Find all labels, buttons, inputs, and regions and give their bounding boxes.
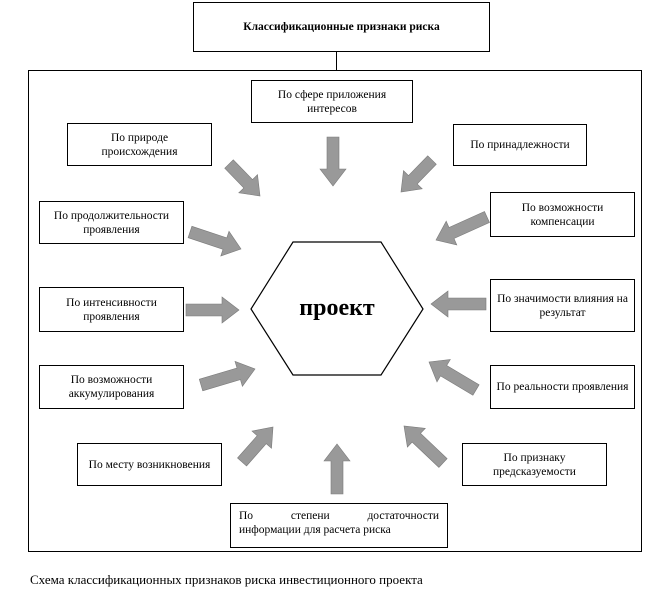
criterion-belonging-text: По принадлежности — [470, 139, 570, 151]
figure-caption: Схема классификационных признаков риска … — [30, 572, 423, 587]
arrow-from-predictability — [403, 425, 448, 468]
arrows-group — [185, 136, 490, 495]
criterion-significance: По значимости влияния на результат — [490, 279, 635, 332]
criterion-predictability-text: По признаку предсказуемости — [493, 451, 576, 478]
criterion-intensity: По интенсивности проявления — [39, 287, 184, 332]
arrow-from-information — [323, 443, 351, 495]
criterion-sphere-text: По сфере приложения интересов — [277, 88, 387, 115]
criterion-place-text: По месту возникновения — [88, 458, 211, 471]
arrow-from-duration — [187, 225, 242, 257]
criterion-compensation: По возможности компенсации — [490, 192, 635, 237]
criterion-duration-text: По продолжительности проявления — [53, 209, 170, 236]
criterion-compensation-text: По возможности компенсации — [521, 201, 604, 228]
arrow-from-significance — [430, 290, 487, 318]
arrow-from-sphere — [319, 136, 347, 187]
criterion-intensity-text: По интенсивности проявления — [66, 296, 157, 323]
criterion-significance-text: По значимости влияния на результат — [497, 292, 628, 319]
title-box: Классификационные признаки риска — [193, 2, 490, 52]
title-text: Классификационные признаки риска — [243, 20, 440, 33]
criterion-information-line2: информации для расчета риска — [239, 524, 391, 536]
criterion-predictability: По признаку предсказуемости — [462, 443, 607, 486]
arrow-from-intensity — [185, 296, 240, 324]
criterion-place: По месту возникновения — [77, 443, 222, 486]
criterion-origin: По природе происхождения — [67, 123, 212, 166]
criterion-reality-text: По реальности проявления — [496, 381, 629, 393]
criterion-sphere: По сфере приложения интересов — [251, 80, 413, 123]
center-label: проект — [299, 295, 375, 321]
criterion-origin-text: По природе происхождения — [101, 131, 178, 158]
arrow-from-belonging — [400, 155, 437, 193]
criterion-accumulation-text: По возможности аккумулирования — [68, 374, 155, 400]
criterion-belonging: По принадлежности — [453, 124, 587, 166]
arrow-from-place — [237, 426, 274, 467]
arrow-from-accumulation — [198, 360, 256, 392]
criterion-information-line1: По степени достаточности — [239, 510, 439, 522]
arrow-from-reality — [428, 359, 480, 396]
criterion-reality: По реальности проявления — [490, 365, 635, 409]
project-hexagon — [250, 241, 424, 376]
title-connector — [336, 51, 337, 71]
diagram-frame — [28, 70, 642, 552]
criterion-duration: По продолжительности проявления — [39, 201, 184, 244]
arrow-from-compensation — [435, 211, 490, 246]
arrow-from-origin — [224, 159, 261, 197]
criterion-accumulation: По возможности аккумулирования — [39, 365, 184, 409]
criterion-information: По степени достаточности информации для … — [230, 503, 448, 548]
